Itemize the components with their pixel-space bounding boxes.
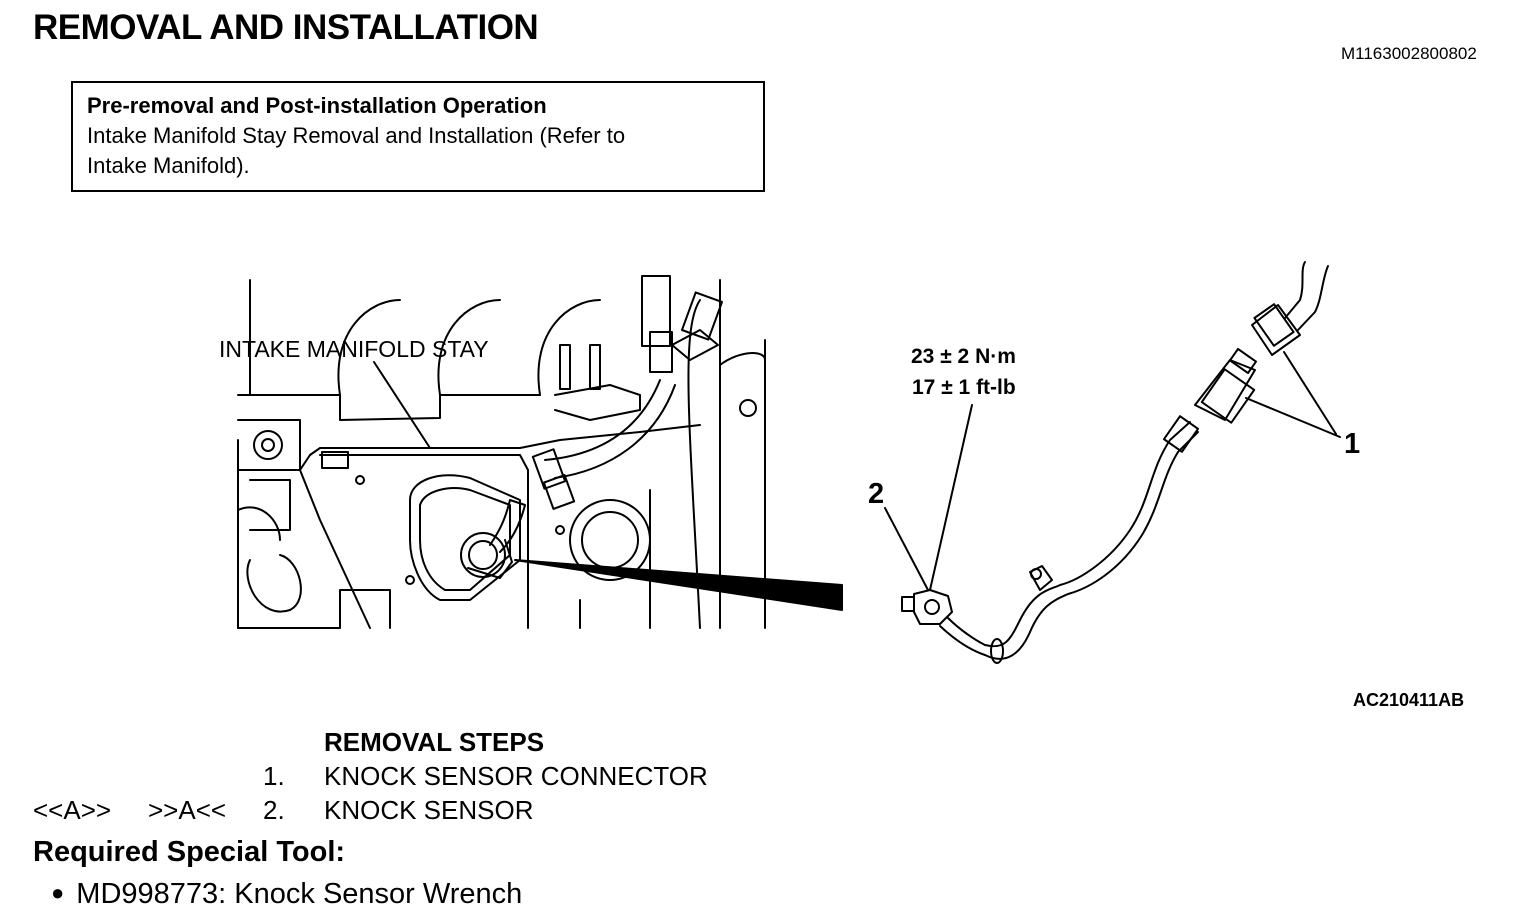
knock-sensor-detail: [884, 261, 1341, 664]
pre-operation-body: Intake Manifold Stay Removal and Install…: [87, 123, 626, 178]
document-id: M1163002800802: [1341, 44, 1477, 63]
callout-1-leader-a: [1245, 397, 1341, 438]
page-title: REMOVAL AND INSTALLATION: [33, 8, 539, 47]
step-2-install-note: >>A<<: [148, 795, 227, 825]
callout-1-leader-b: [1283, 351, 1337, 435]
pre-operation-box: Pre-removal and Post-installation Operat…: [71, 81, 765, 192]
stay-leader-line: [373, 361, 431, 449]
engine-scene: [237, 275, 766, 629]
removal-steps-heading: REMOVAL STEPS: [324, 727, 545, 757]
figure-id: AC210411AB: [1353, 690, 1465, 710]
callout-2: 2: [868, 478, 885, 510]
callout-1: 1: [1344, 428, 1361, 460]
detail-pointer: [514, 559, 843, 611]
special-tool-heading: Required Special Tool:: [33, 836, 346, 868]
step-1-number: 1.: [263, 761, 285, 791]
step-2-removal-note: <<A>>: [33, 795, 112, 825]
bullet-icon: ●: [51, 880, 65, 905]
torque-spec-ftlb: 17 ± 1 ft-lb: [912, 376, 1016, 399]
special-tool-item: ● MD998773: Knock Sensor Wrench: [51, 878, 522, 911]
step-1-label: KNOCK SENSOR CONNECTOR: [324, 761, 708, 791]
special-tool-label: MD998773: Knock Sensor Wrench: [76, 878, 523, 910]
callout-2-leader: [884, 507, 929, 591]
torque-leader: [929, 404, 973, 591]
step-2-label: KNOCK SENSOR: [324, 795, 534, 825]
pre-operation-heading: Pre-removal and Post-installation Operat…: [87, 93, 547, 118]
label-intake-manifold-stay: INTAKE MANIFOLD STAY: [219, 336, 489, 362]
step-2-number: 2.: [263, 795, 285, 825]
torque-spec-nm: 23 ± 2 N·m: [911, 345, 1016, 368]
